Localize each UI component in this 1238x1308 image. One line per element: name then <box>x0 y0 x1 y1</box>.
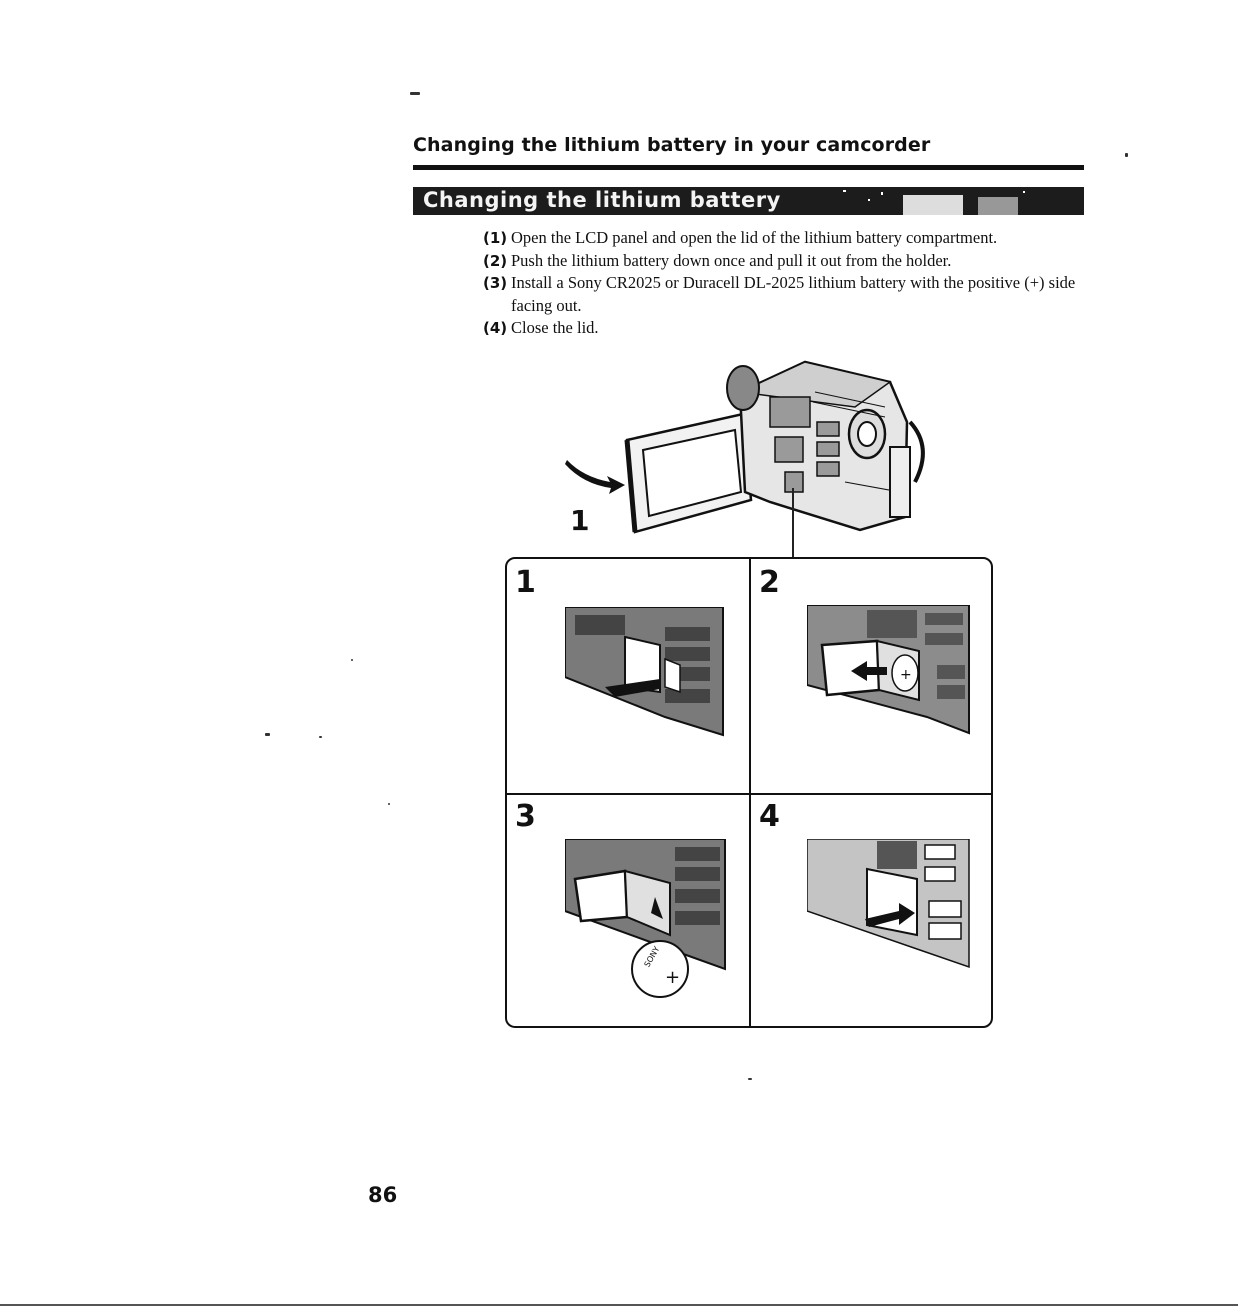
step-4: (4)Close the lid. <box>483 317 1103 340</box>
scan-speck <box>748 1078 752 1080</box>
step-text: Open the LCD panel and open the lid of t… <box>511 228 998 247</box>
panel-label: 3 <box>515 799 536 834</box>
instruction-list: (1)Open the LCD panel and open the lid o… <box>483 227 1103 340</box>
step-text: Close the lid. <box>511 318 599 337</box>
step-text: Install a Sony CR2025 or Duracell DL-202… <box>511 273 1076 315</box>
page-edge-rule <box>0 1304 1238 1306</box>
battery-plus: + <box>900 667 912 683</box>
title-rule <box>413 165 1084 170</box>
step-2: (2)Push the lithium battery down once an… <box>483 250 1103 273</box>
scan-speck <box>351 659 353 661</box>
grid-divider-horizontal <box>507 793 991 795</box>
leader-line <box>792 488 794 558</box>
scan-speck <box>410 92 420 95</box>
camcorder-illustration: 1 <box>565 360 925 537</box>
page-number: 86 <box>368 1183 398 1207</box>
panel-2-image: + <box>807 605 970 735</box>
panel-4-image <box>807 839 970 969</box>
step-number: (1) <box>483 229 508 247</box>
scan-speck <box>1125 153 1128 157</box>
step-number: (4) <box>483 319 508 337</box>
step-illustration-grid: 1 2 3 4 + + SONY <box>505 557 993 1028</box>
subheading-bar: Changing the lithium battery <box>413 187 1084 215</box>
step-number: (2) <box>483 251 508 270</box>
subheading: Changing the lithium battery <box>423 188 781 212</box>
callout-number: 1 <box>570 504 589 537</box>
scan-speck <box>388 803 390 805</box>
panel-label: 2 <box>759 565 780 600</box>
panel-label: 4 <box>759 799 780 834</box>
battery-plus: + <box>665 967 680 988</box>
panel-label: 1 <box>515 565 536 600</box>
scan-speck <box>265 733 270 736</box>
step-text: Push the lithium battery down once and p… <box>511 250 952 270</box>
scan-speck <box>319 736 322 738</box>
step-1: (1)Open the LCD panel and open the lid o… <box>483 227 1103 250</box>
step-3: (3)Install a Sony CR2025 or Duracell DL-… <box>483 272 1103 317</box>
page-title: Changing the lithium battery in your cam… <box>413 134 931 156</box>
panel-1-image <box>565 607 724 737</box>
step-number: (3) <box>483 274 508 292</box>
panel-3-image: + SONY <box>565 839 726 998</box>
grid-divider-vertical <box>749 559 751 1026</box>
